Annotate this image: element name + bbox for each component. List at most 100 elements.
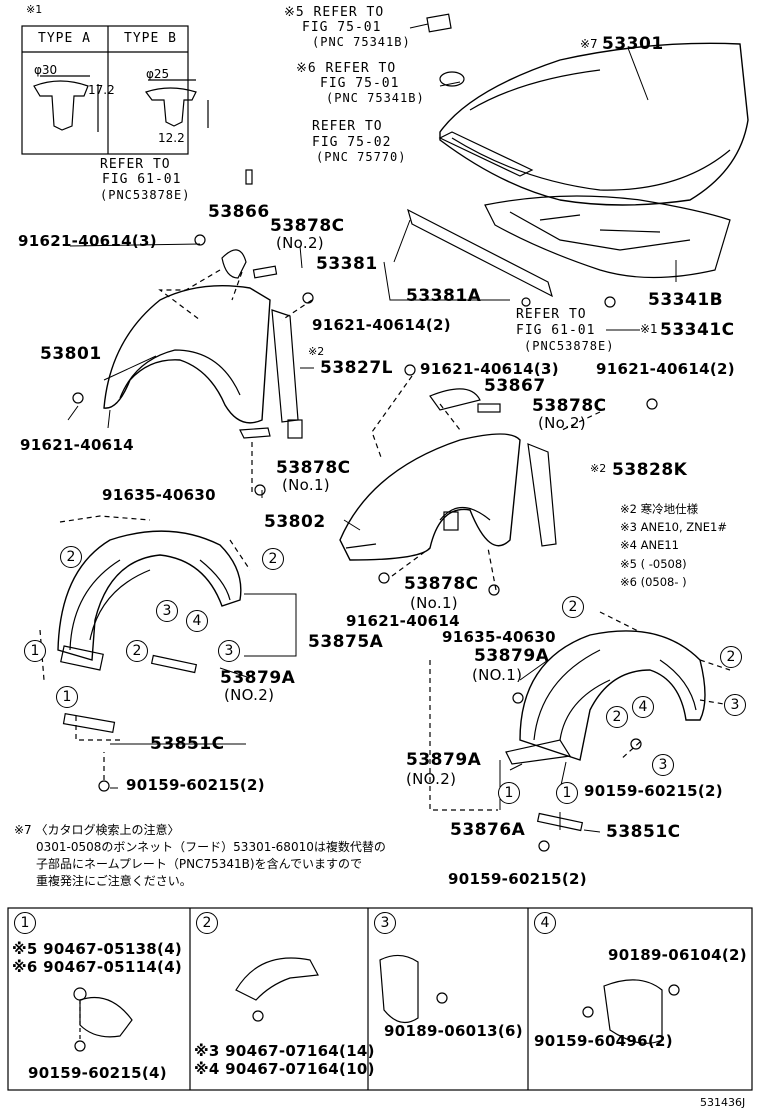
left-fender-brackets [221, 249, 303, 439]
part-91621-center: 91621-40614 [346, 612, 460, 630]
hood-ref2-line3: (PNC 75341B) [326, 91, 425, 105]
legend-line3: ※4 ANE11 [620, 538, 679, 552]
right-liner-fasteners [512, 692, 642, 852]
part-53802: 53802 [264, 512, 326, 532]
part-53341b: 53341B [648, 290, 724, 310]
box1-number: 1 [14, 912, 36, 934]
part-53879a-lower: 53879A [406, 750, 482, 770]
box4-line1: 90189-06104(2) [608, 946, 747, 964]
bolts-right [378, 364, 658, 596]
part-53878c-left-sub: (No.1) [282, 476, 330, 494]
box2-clip-icon [235, 957, 319, 1022]
clip-type-a-diameter: φ30 [34, 63, 58, 77]
part-53801: 53801 [40, 344, 102, 364]
clip-type-a-height: 17.2 [88, 83, 115, 97]
box4-number: 4 [534, 912, 556, 934]
dashed-lines-liner-left [39, 515, 251, 780]
fender-ref-right-line1: REFER TO [516, 307, 587, 322]
clip-type-b-diameter: φ25 [146, 67, 170, 81]
part-53879a-right: 53879A [474, 646, 550, 666]
callout-2: 2 [720, 646, 742, 668]
callout-2: 2 [60, 546, 82, 568]
part-53879a-left: 53879A [220, 668, 296, 688]
part-53827l: 53827L [320, 358, 393, 378]
callout-1: 1 [556, 782, 578, 804]
figure-id: 531436J [700, 1096, 746, 1109]
part-53878c-right-sub: (No.2) [538, 414, 586, 432]
clip-type-b-header: TYPE B [124, 31, 177, 46]
box1-line3: 90159-60215(4) [28, 1064, 167, 1082]
box2-line1: ※3 90467-07164(14) [194, 1042, 375, 1060]
callout-1: 1 [498, 782, 520, 804]
left-fender-liner [57, 530, 242, 674]
part-53878c-center: 53878C [404, 574, 479, 594]
clip-type-a-icon [33, 75, 99, 132]
box1-line2: ※6 90467-05114(4) [12, 958, 183, 976]
legend-line2: ※3 ANE10, ZNE1# [620, 520, 727, 534]
dashed-lines-right [371, 375, 601, 591]
nameplate-clips [245, 13, 616, 308]
callout-2: 2 [562, 596, 584, 618]
callout-3: 3 [724, 694, 746, 716]
legend-line5: ※6 (0508- ) [620, 575, 687, 589]
right-fender [339, 433, 521, 561]
part-53341c-mark: ※1 [640, 322, 658, 336]
part-91635-left: 91635-40630 [102, 486, 216, 504]
part-53301: 53301 [602, 34, 664, 54]
clip-type-b-height: 12.2 [158, 131, 185, 145]
part-90159-bottom: 90159-60215(2) [448, 870, 587, 888]
left-liner-extension [62, 713, 116, 792]
callout-2: 2 [606, 706, 628, 728]
box3-number: 3 [374, 912, 396, 934]
legend-line4: ※5 ( -0508) [620, 557, 687, 571]
bolts-left [72, 234, 314, 496]
part-53828k: 53828K [612, 460, 688, 480]
box1-line1: ※5 90467-05138(4) [12, 940, 183, 958]
hood-insulator [484, 195, 731, 279]
callout-2: 2 [126, 640, 148, 662]
part-53828k-mark: ※2 [590, 462, 607, 475]
part-53867: 53867 [484, 376, 546, 396]
part-53341c: 53341C [660, 320, 735, 340]
box4-clip-icon [582, 979, 680, 1044]
note-line4: 重複発注にご注意ください。 [36, 874, 192, 888]
part-53878c-left: 53878C [276, 458, 351, 478]
hood-ref3-line1: REFER TO [312, 119, 383, 134]
callout-2: 2 [262, 548, 284, 570]
box3-line1: 90189-06013(6) [384, 1022, 523, 1040]
part-90159-right: 90159-60215(2) [584, 782, 723, 800]
box1-clip-icon [73, 987, 133, 1052]
callout-3: 3 [652, 754, 674, 776]
part-53301-mark: ※7 [580, 37, 598, 51]
dashed-lines-liner-right [429, 611, 731, 811]
right-fender-liner [505, 630, 706, 832]
part-91621-left: 91621-40614 [20, 436, 134, 454]
part-53381: 53381 [316, 254, 378, 274]
fender-ref-left-line2: FIG 61-01 [102, 172, 182, 187]
left-fender [103, 285, 271, 424]
hood-ref2-line1: ※6 REFER TO [296, 61, 397, 76]
fender-ref-left-line1: REFER TO [100, 157, 171, 172]
callout-3: 3 [156, 600, 178, 622]
part-53878c-top: 53878C [270, 216, 345, 236]
box3-clip-icon [379, 954, 448, 1024]
part-91621-top: 91621-40614(3) [18, 232, 157, 250]
hood-ref2-line2: FIG 75-01 [320, 76, 400, 91]
hood-ref1-line2: FIG 75-01 [302, 20, 382, 35]
legend-line1: ※2 寒冷地仕様 [620, 502, 699, 516]
hood-ref3-line2: FIG 75-02 [312, 135, 392, 150]
hood-panel [439, 42, 749, 206]
note-line1: ※7 〈カタログ検索上の注意〉 [14, 823, 180, 837]
part-53875a: 53875A [308, 632, 384, 652]
callout-1: 1 [56, 686, 78, 708]
clip-type-b-icon [145, 79, 209, 128]
part-53878c-right: 53878C [532, 396, 607, 416]
hood-seal-strip [407, 131, 553, 298]
part-91635-right: 91635-40630 [442, 628, 556, 646]
clip-table-marker: ※1 [26, 3, 43, 16]
part-91621-right2: 91621-40614(2) [596, 360, 735, 378]
hood-ref1-line3: (PNC 75341B) [312, 35, 411, 49]
box2-number: 2 [196, 912, 218, 934]
note-line3: 子部品にネームプレート（PNC75341B)を含んでいますので [36, 857, 363, 871]
